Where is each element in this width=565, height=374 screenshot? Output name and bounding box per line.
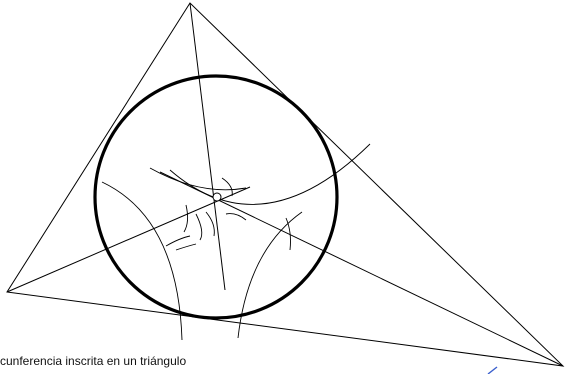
arc-upper-left [149,167,247,191]
triangle [6,2,565,367]
bisector-top [189,2,226,291]
arc-small-8 [221,177,233,197]
arc-small-4 [165,235,191,247]
arc-small-5 [175,243,197,251]
construction-arcs [101,143,371,341]
bisector-left [6,186,251,293]
accent-mark [487,366,498,374]
angle-bisectors [6,2,564,367]
arc-bottom [237,211,303,339]
inscribed-circle [93,74,339,320]
arc-right-top [169,143,371,205]
incenter-point [212,192,222,202]
diagram-caption: cunferencia inscrita en un triángulo [0,354,187,368]
arc-small-3 [205,211,215,237]
arc-left-large [101,181,183,341]
arc-small-2 [195,213,203,241]
arc-small-1 [183,204,189,233]
arc-small-7 [225,213,247,221]
arc-small-6 [285,217,291,251]
bisector-right [159,171,564,367]
